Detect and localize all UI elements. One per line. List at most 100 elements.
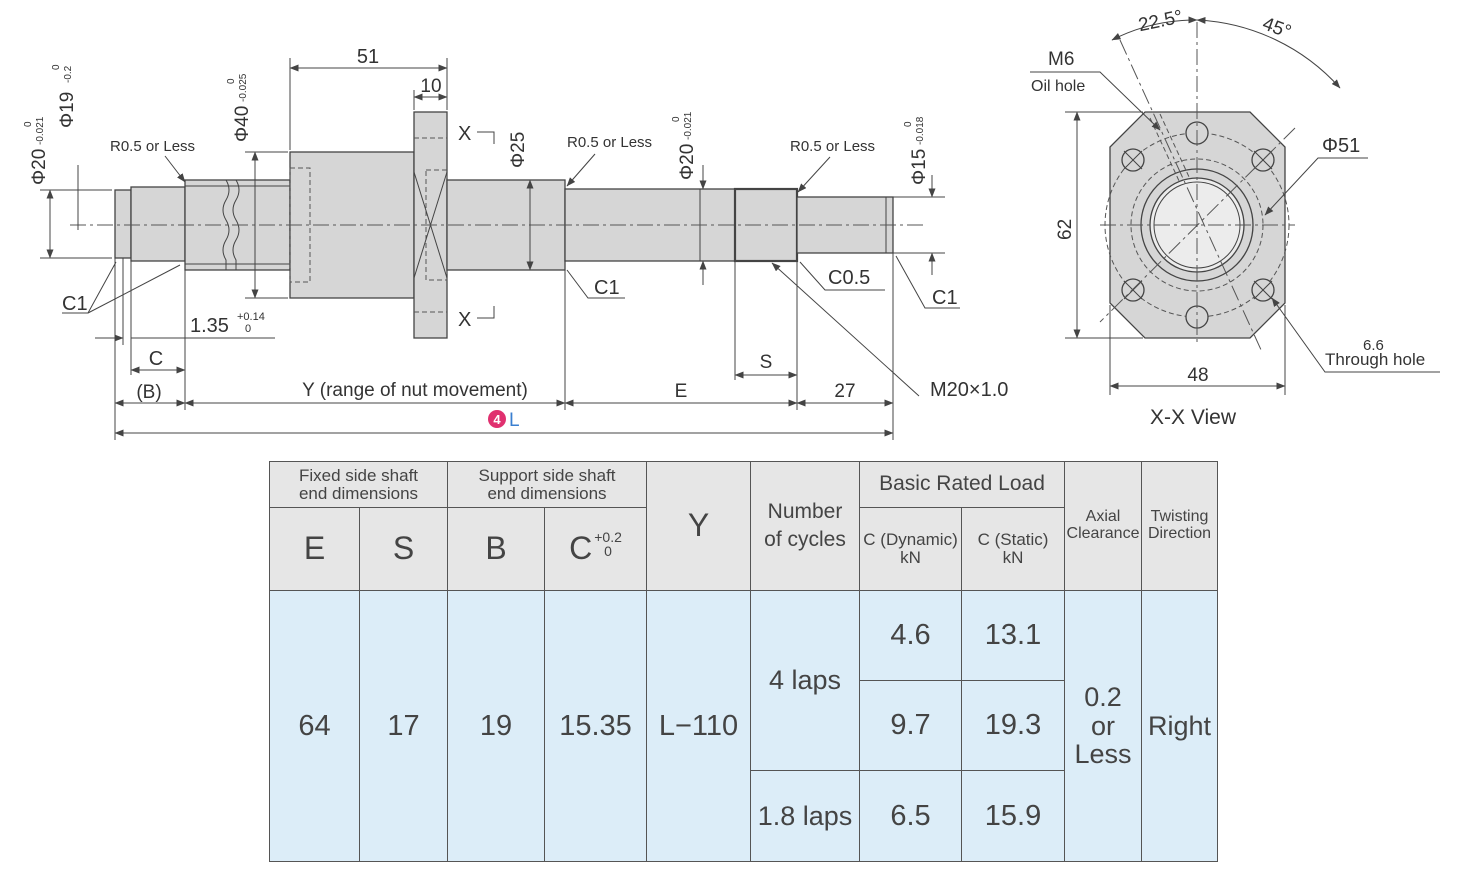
header-c-letter: C bbox=[569, 530, 593, 567]
dim-62: 62 bbox=[1055, 219, 1076, 240]
tol-phi40-upper: 0 bbox=[226, 78, 237, 84]
l-badge-number: 4 bbox=[493, 412, 501, 427]
cell-s: 17 bbox=[358, 590, 449, 862]
tol-1-35-lower: 0 bbox=[245, 323, 251, 335]
header-axial-line2: Clearance bbox=[1066, 525, 1140, 542]
header-c-tol-upper: +0.2 bbox=[594, 529, 622, 546]
header-twist-line1: Twisting bbox=[1150, 508, 1209, 526]
tol-phi40-lower: -0.025 bbox=[238, 73, 249, 102]
dim-1-35: 1.35 bbox=[190, 315, 229, 337]
header-cycles-line1: Number bbox=[767, 500, 843, 524]
spec-table: Fixed side shaft end dimensions Support … bbox=[268, 461, 1219, 862]
dim-s: S bbox=[760, 352, 773, 373]
dim-phi19: Φ19 bbox=[57, 92, 78, 128]
angle-22-5: 22.5° bbox=[1137, 7, 1185, 37]
header-support-side-line1: Support side shaft bbox=[478, 465, 616, 485]
header-e: E bbox=[269, 507, 360, 591]
header-support-side-line2: end dimensions bbox=[487, 483, 607, 503]
header-dynamic-line1: C (Dynamic) bbox=[863, 530, 958, 550]
tol-phi15-lower: -0.018 bbox=[915, 116, 926, 145]
dim-27: 27 bbox=[834, 381, 855, 402]
section-mark-top: X bbox=[458, 123, 471, 145]
xx-view-title: X-X View bbox=[1150, 406, 1237, 429]
dim-phi25: Φ25 bbox=[508, 132, 529, 168]
header-axial-clearance: Axial Clearance bbox=[1064, 461, 1143, 591]
cell-static-2: 19.3 bbox=[961, 680, 1066, 771]
label-through-hole: Through hole bbox=[1325, 350, 1425, 369]
dim-48: 48 bbox=[1187, 365, 1208, 386]
section-mark-bottom: X bbox=[458, 309, 471, 331]
cell-axial-line2: or bbox=[1091, 710, 1116, 741]
header-dynamic-load: C (Dynamic) kN bbox=[859, 507, 963, 591]
label-c1-middle: C1 bbox=[594, 277, 620, 299]
header-twisting-direction: Twisting Direction bbox=[1141, 461, 1219, 591]
cell-static-3: 15.9 bbox=[961, 770, 1066, 862]
dim-phi20-left: Φ20 bbox=[29, 149, 50, 185]
header-support-side: Support side shaft end dimensions bbox=[447, 461, 648, 508]
header-s: S bbox=[358, 507, 449, 591]
dim-l: L bbox=[509, 410, 520, 431]
cell-twisting-direction: Right bbox=[1141, 590, 1219, 862]
header-dynamic-line2: kN bbox=[900, 548, 921, 567]
tol-phi19-upper: 0 bbox=[51, 64, 62, 70]
dim-y-range: Y (range of nut movement) bbox=[302, 380, 528, 401]
cell-b: 19 bbox=[447, 590, 546, 862]
l-badge-circle bbox=[488, 410, 506, 428]
label-c1-right: C1 bbox=[932, 287, 958, 309]
cell-c: 15.35 bbox=[544, 590, 648, 862]
dim-phi40: Φ40 bbox=[232, 106, 253, 142]
xx-view: 22.5° 45° M6 Oil hole Φ51 62 48 6.6 Thro… bbox=[1030, 7, 1440, 429]
header-fixed-side: Fixed side shaft end dimensions bbox=[268, 461, 449, 508]
tol-phi20-left-lower: -0.021 bbox=[35, 116, 46, 145]
label-c1-left: C1 bbox=[62, 293, 88, 315]
header-static-line1: C (Static) bbox=[977, 530, 1049, 550]
cell-axial-line1: 0.2 bbox=[1084, 682, 1122, 713]
tol-phi20-right-upper: 0 bbox=[671, 116, 682, 122]
cell-cycles-4-laps: 4 laps bbox=[750, 590, 861, 771]
tol-phi20-left-upper: 0 bbox=[23, 121, 34, 127]
dimension-lines bbox=[40, 58, 960, 440]
tol-phi15-upper: 0 bbox=[903, 121, 914, 127]
dim-10: 10 bbox=[420, 76, 441, 97]
header-c-tol-lower: 0 bbox=[604, 543, 612, 560]
header-cycles: Number of cycles bbox=[750, 461, 861, 591]
dimension-texts: 51 10 X X Φ25 R0.5 or Less R0.5 or Less … bbox=[23, 46, 1008, 431]
header-static-load: C (Static) kN bbox=[961, 507, 1066, 591]
label-c05: C0.5 bbox=[828, 267, 870, 289]
dim-b: (B) bbox=[136, 382, 161, 403]
cell-axial-line3: Less bbox=[1074, 739, 1132, 770]
dim-c: C bbox=[149, 348, 163, 370]
header-static-line2: kN bbox=[1002, 548, 1024, 567]
cell-dynamic-1: 4.6 bbox=[859, 590, 963, 681]
label-r05-middle: R0.5 or Less bbox=[567, 134, 652, 151]
dim-51: 51 bbox=[357, 46, 379, 68]
label-thread: M20×1.0 bbox=[930, 379, 1008, 401]
header-cycles-line2: of cycles bbox=[764, 527, 846, 551]
header-axial-line1: Axial bbox=[1085, 508, 1121, 526]
label-r05-right: R0.5 or Less bbox=[790, 138, 875, 155]
tol-phi19-lower: -0.2 bbox=[63, 65, 74, 83]
header-fixed-side-line2: end dimensions bbox=[298, 483, 419, 503]
tol-phi20-right-lower: -0.021 bbox=[683, 111, 694, 140]
cell-static-1: 13.1 bbox=[961, 590, 1066, 681]
header-fixed-side-line1: Fixed side shaft bbox=[298, 465, 419, 485]
dim-e: E bbox=[675, 381, 688, 402]
shaft-side-view bbox=[70, 111, 925, 339]
dim-phi51: Φ51 bbox=[1322, 135, 1360, 157]
cell-dynamic-2: 9.7 bbox=[859, 680, 963, 771]
cell-axial-clearance: 0.2 or Less bbox=[1064, 590, 1143, 862]
header-twist-line2: Direction bbox=[1147, 525, 1212, 542]
cell-y: L−110 bbox=[646, 590, 752, 862]
cell-e: 64 bbox=[269, 590, 360, 862]
tol-1-35-upper: +0.14 bbox=[237, 311, 265, 323]
label-r05-left: R0.5 or Less bbox=[110, 138, 195, 155]
header-y: Y bbox=[646, 461, 752, 591]
header-b: B bbox=[447, 507, 546, 591]
dim-phi15: Φ15 bbox=[909, 149, 930, 185]
label-oil-hole: Oil hole bbox=[1031, 78, 1085, 95]
dim-phi20-right: Φ20 bbox=[677, 144, 698, 180]
angle-45: 45° bbox=[1260, 14, 1294, 44]
